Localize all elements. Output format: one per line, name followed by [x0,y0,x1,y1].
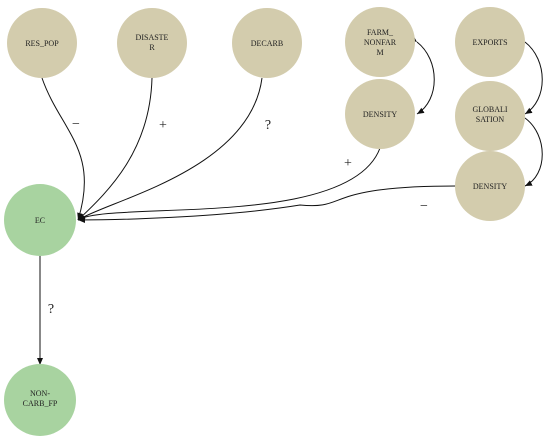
edge-farm-nonfarm-density-bidirectional [409,35,435,115]
node-label-farm-nonfarm-line1: FARM_ [367,28,394,37]
node-non-carb-fp: NON- CARB_FP [4,364,76,436]
node-label-density-right: DENSITY [473,182,507,191]
node-globalisation: GLOBALI SATION [455,81,525,151]
node-label-farm-nonfarm-line3: M [376,48,383,57]
node-label-density-left: DENSITY [363,110,397,119]
edge-label-density-left-to-ec: + [344,156,352,171]
node-disaster: DISASTE R [117,8,187,78]
node-label-non-carb-fp-line1: NON- [30,389,50,398]
node-density-right: DENSITY [455,151,525,221]
node-label-farm-nonfarm-line2: NONFAR [364,38,397,47]
node-label-disaster-line2: R [149,43,155,52]
node-farm-nonfarm: FARM_ NONFAR M [345,7,415,77]
node-label-non-carb-fp-line2: CARB_FP [23,399,58,408]
node-label-disaster-line1: DISASTE [136,33,169,42]
node-decarb: DECARB [232,8,302,78]
edge-res-pop-to-ec [41,77,85,221]
node-exports: EXPORTS [455,7,525,77]
node-density-left: DENSITY [345,79,415,149]
edge-label-decarb-to-ec: ? [265,118,271,133]
edge-decarb-to-ec [77,77,263,221]
edge-exports-globalisation-bidirectional [517,35,543,115]
edge-density-right-to-ec [77,185,457,223]
node-ec: EC [4,184,76,256]
node-label-exports: EXPORTS [472,38,507,47]
node-label-globalisation-line1: GLOBALI [472,105,507,114]
edge-disaster-to-ec [77,77,153,221]
node-res-pop: RES_POP [7,8,77,78]
node-label-res-pop: RES_POP [25,39,59,48]
edge-label-ec-to-non-carb-fp: ? [48,302,54,317]
node-label-decarb: DECARB [251,39,283,48]
edge-density-left-to-ec [77,147,381,221]
node-label-ec: EC [35,216,45,225]
edge-label-disaster-to-ec: + [159,118,167,133]
node-label-globalisation-line2: SATION [476,115,505,124]
edge-label-density-right-to-ec: − [420,199,428,214]
edge-label-res-pop-to-ec: − [72,117,80,132]
edge-globalisation-density-bidirectional [517,111,543,187]
